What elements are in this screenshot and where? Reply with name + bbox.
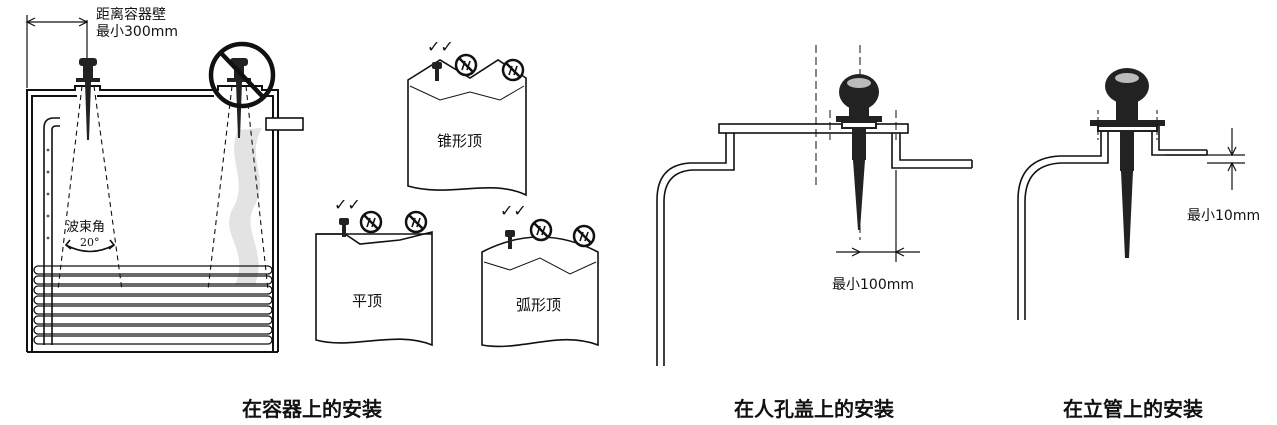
side-inlet [265, 117, 304, 131]
beam-angle-arc [64, 239, 116, 253]
inlet-pipe [43, 117, 60, 345]
manhole-diagram: 最小100mm [656, 45, 973, 366]
manhole-sensor [836, 74, 882, 230]
check-mark-icon: ✓✓ [427, 37, 454, 56]
steam-plume [229, 128, 262, 285]
tank-outline [26, 85, 279, 353]
standpipe-sensor [1105, 68, 1149, 258]
min-100-dimension [836, 170, 920, 262]
wall-distance-dimension [25, 15, 89, 88]
container-diagram: 距离容器壁 最小300mm [25, 6, 304, 353]
flat-roof-tank: ✓✓ 平顶 [315, 195, 433, 347]
caption-standpipe: 在立管上的安装 [1063, 397, 1203, 421]
beam-angle-value: 20° [80, 236, 100, 249]
beam-cone-incorrect [207, 85, 269, 291]
beam-angle-label: 波束角 [66, 220, 105, 235]
min-100-label: 最小100mm [832, 277, 914, 293]
heating-coils [33, 265, 273, 345]
pipe-rivets [46, 148, 50, 240]
arc-roof-label: 弧形顶 [516, 296, 561, 314]
flat-roof-label: 平顶 [352, 292, 382, 310]
check-mark-icon: ✓✓ [500, 201, 527, 220]
caption-manhole: 在人孔盖上的安装 [734, 397, 894, 421]
standpipe-diagram: 最小10mm [1017, 68, 1260, 320]
caption-container: 在容器上的安装 [242, 397, 382, 421]
min-10-dimension [1165, 128, 1245, 190]
arc-roof-tank: ✓✓ 弧形顶 [481, 201, 599, 348]
wall-distance-label-line2: 最小300mm [96, 24, 178, 40]
cone-roof-tank: ✓✓ 锥形顶 [407, 37, 527, 197]
min-10-label: 最小10mm [1187, 208, 1260, 224]
manhole-tank-wall [656, 123, 973, 366]
cone-roof-label: 锥形顶 [437, 132, 482, 150]
check-mark-icon: ✓✓ [334, 195, 361, 214]
beam-cone-correct [57, 85, 123, 291]
wall-distance-label-line1: 距离容器壁 [96, 6, 166, 23]
sensor-correct-position [76, 58, 100, 140]
prohibited-icon [208, 41, 276, 109]
